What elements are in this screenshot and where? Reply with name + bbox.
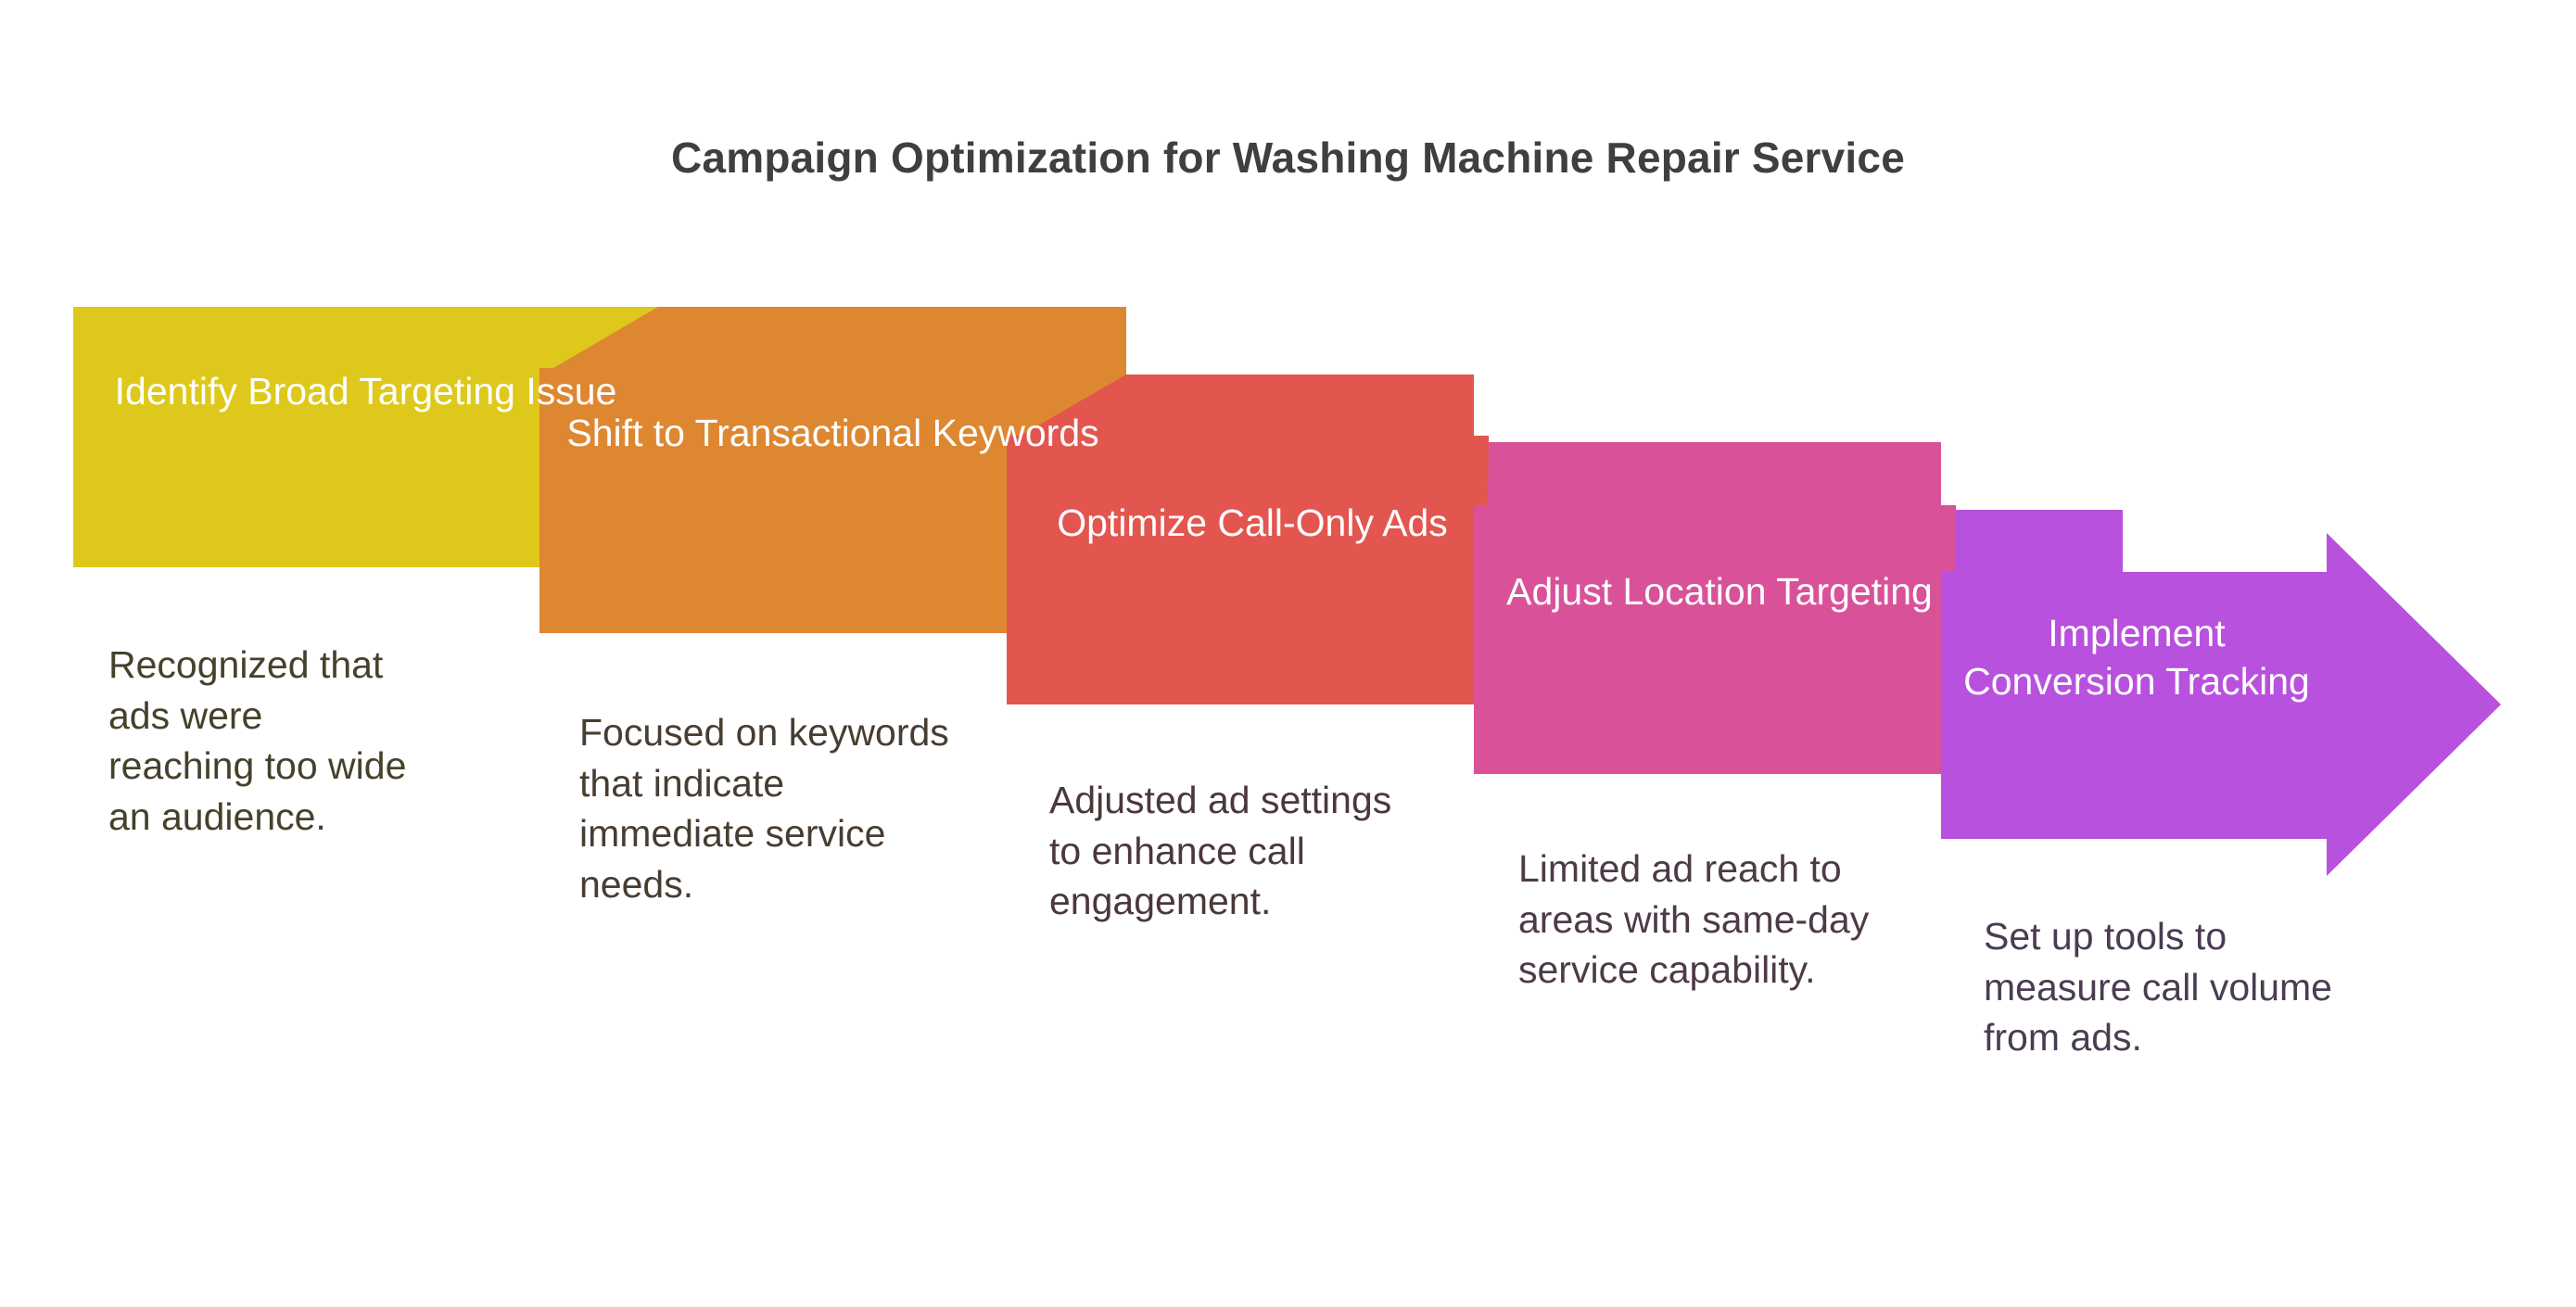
flow-step-5-description: Set up tools to measure call volume from… [1984, 915, 2332, 1060]
flow-step-4-shape[interactable] [1474, 442, 1956, 774]
flow-step-4-description: Limited ad reach to areas with same-day … [1518, 847, 1870, 992]
page-title: Campaign Optimization for Washing Machin… [671, 133, 1905, 182]
flow-step-3-description: Adjusted ad settings to enhance call eng… [1049, 779, 1392, 923]
flow-step-1-description: Recognized that ads were reaching too wi… [108, 643, 407, 838]
flow-step-3-shape[interactable] [1007, 374, 1489, 704]
flow-step-5-shape[interactable] [1941, 510, 2501, 876]
flow-step-2-description: Focused on keywords that indicate immedi… [579, 711, 949, 906]
